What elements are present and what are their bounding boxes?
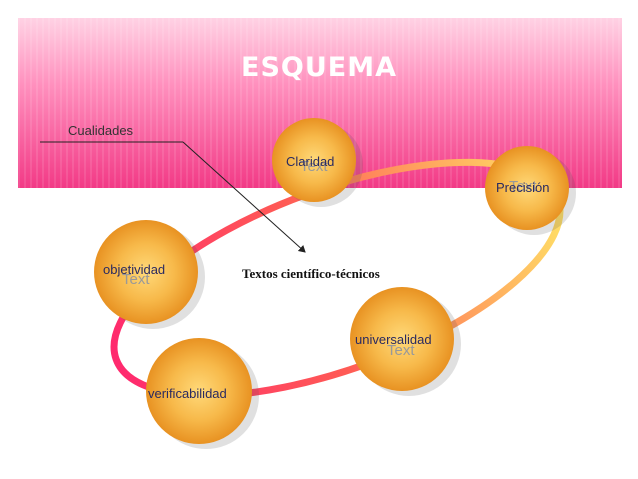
node-label-claridad: Claridad xyxy=(286,154,335,169)
node-placeholder-claridad: Text xyxy=(300,158,328,175)
title-banner xyxy=(18,18,622,188)
node-universalidad xyxy=(350,287,454,391)
node-placeholder-universalidad: Text xyxy=(387,342,415,359)
node-label-universalidad: universalidad xyxy=(355,332,432,347)
center-label: Textos científico-técnicos xyxy=(242,266,380,281)
node-precision xyxy=(485,146,569,230)
nodes xyxy=(94,118,576,449)
node-label-verificabilidad: verificabilidad xyxy=(148,386,227,401)
node-claridad xyxy=(272,118,356,202)
node-placeholder-objetividad: Text xyxy=(122,271,150,288)
node-verificabilidad xyxy=(146,338,252,444)
page-title: ESQUEMA xyxy=(241,52,397,83)
node-label-precision: Precisión xyxy=(496,180,550,195)
callout-leader xyxy=(40,141,306,253)
node-objetividad xyxy=(94,220,198,324)
node-placeholder-precision: Text xyxy=(509,178,537,195)
callout-arrow xyxy=(182,141,306,253)
node-label-objetividad: objetividad xyxy=(103,262,166,277)
callout-label: Cualidades xyxy=(68,123,134,138)
